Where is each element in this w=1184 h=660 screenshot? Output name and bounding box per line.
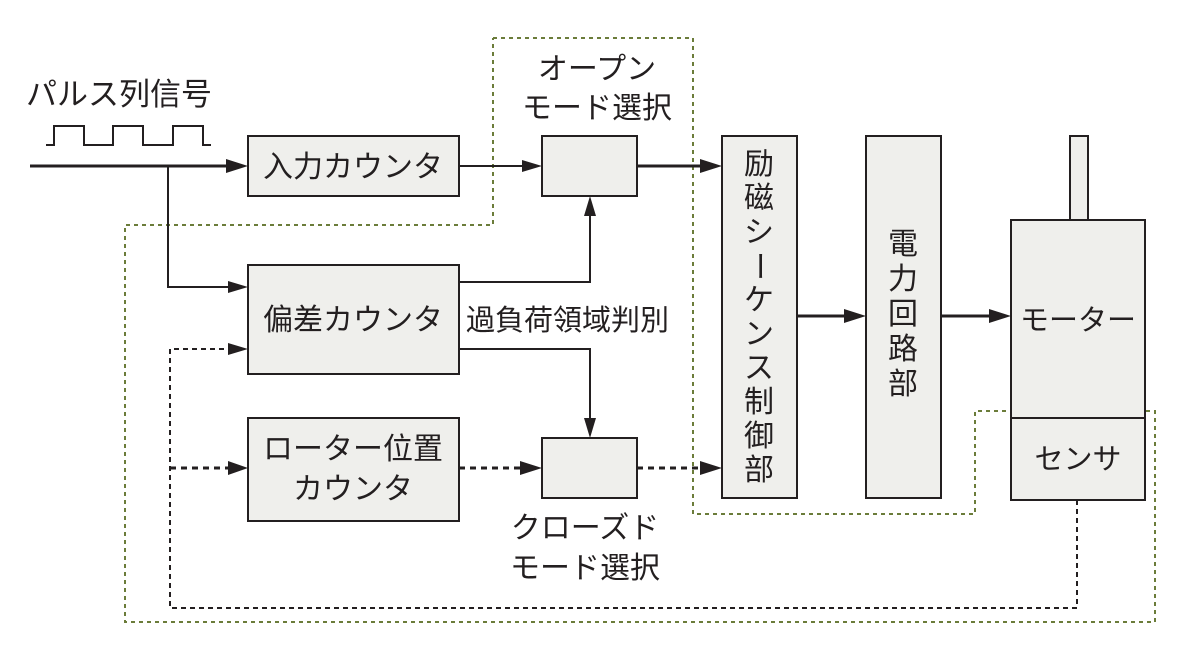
power-circuit-label-char: 電 — [888, 227, 918, 262]
excitation-label-char: シ — [744, 215, 774, 250]
sensor-label: センサ — [1034, 442, 1121, 476]
deviation-counter-label: 偏差カウンタ — [263, 303, 443, 338]
excitation-label-char: ケ — [744, 283, 774, 318]
excitation-label-char: 磁 — [744, 181, 774, 216]
branch-line — [167, 166, 232, 288]
motor-label: モーター — [1020, 303, 1136, 337]
excitation-sequence-control-block — [721, 135, 798, 499]
arrow-head — [520, 461, 542, 475]
arrow-head — [522, 160, 542, 172]
pulse-input-label: パルス列信号 — [26, 77, 212, 113]
excitation-label-char: 励 — [744, 147, 774, 182]
arrow-head — [584, 196, 596, 216]
input-counter-label: 入力カウンタ — [263, 150, 443, 185]
deviation-counter-block — [247, 264, 460, 375]
arrow-head — [844, 309, 866, 323]
pulse-train-icon — [46, 125, 211, 146]
arrow-head — [700, 461, 722, 475]
motor-block — [1010, 219, 1146, 501]
excitation-label-char: 御 — [744, 419, 774, 454]
power-circuit-label-char: 力 — [888, 262, 918, 297]
rotor-counter-label-line1: ローター位置 — [263, 432, 443, 467]
feedback-line — [169, 348, 1078, 609]
arrow-head — [228, 281, 248, 293]
excitation-label-char: 部 — [744, 453, 774, 488]
closed-mode-label-line1: クローズド — [511, 511, 660, 546]
excitation-label-char: ス — [744, 351, 774, 386]
rotor-position-counter-block — [247, 417, 460, 522]
excitation-label-char: 制 — [744, 385, 774, 420]
closed-mode-label-line2: モード選択 — [510, 551, 660, 586]
motor-shaft — [1069, 135, 1089, 221]
overload-detection-label: 過負荷領域判別 — [466, 303, 669, 337]
arrow-head — [700, 159, 722, 173]
rotor-counter-label-line2: カウンタ — [293, 472, 413, 507]
connector-line — [459, 214, 591, 283]
mode-boundary-outline — [124, 37, 1156, 623]
excitation-label-char: ン — [744, 317, 774, 352]
arrow-head — [228, 343, 248, 355]
open-mode-select-block — [541, 135, 638, 197]
arrow-head — [989, 309, 1011, 323]
power-circuit-label-char: 部 — [888, 367, 918, 402]
open-mode-label-line1: オープン — [538, 52, 656, 87]
arrow-head — [584, 418, 596, 438]
power-circuit-label-char: 路 — [888, 332, 918, 367]
closed-mode-select-block — [541, 437, 638, 499]
input-counter-block — [247, 135, 460, 197]
connector-line — [459, 348, 591, 420]
arrow-head — [228, 461, 248, 475]
excitation-label-char: ー — [741, 251, 776, 281]
power-circuit-label-char: 回 — [888, 297, 918, 332]
power-circuit-block — [865, 135, 942, 499]
open-mode-label-line2: モード選択 — [522, 91, 672, 126]
arrow-head — [226, 159, 248, 173]
